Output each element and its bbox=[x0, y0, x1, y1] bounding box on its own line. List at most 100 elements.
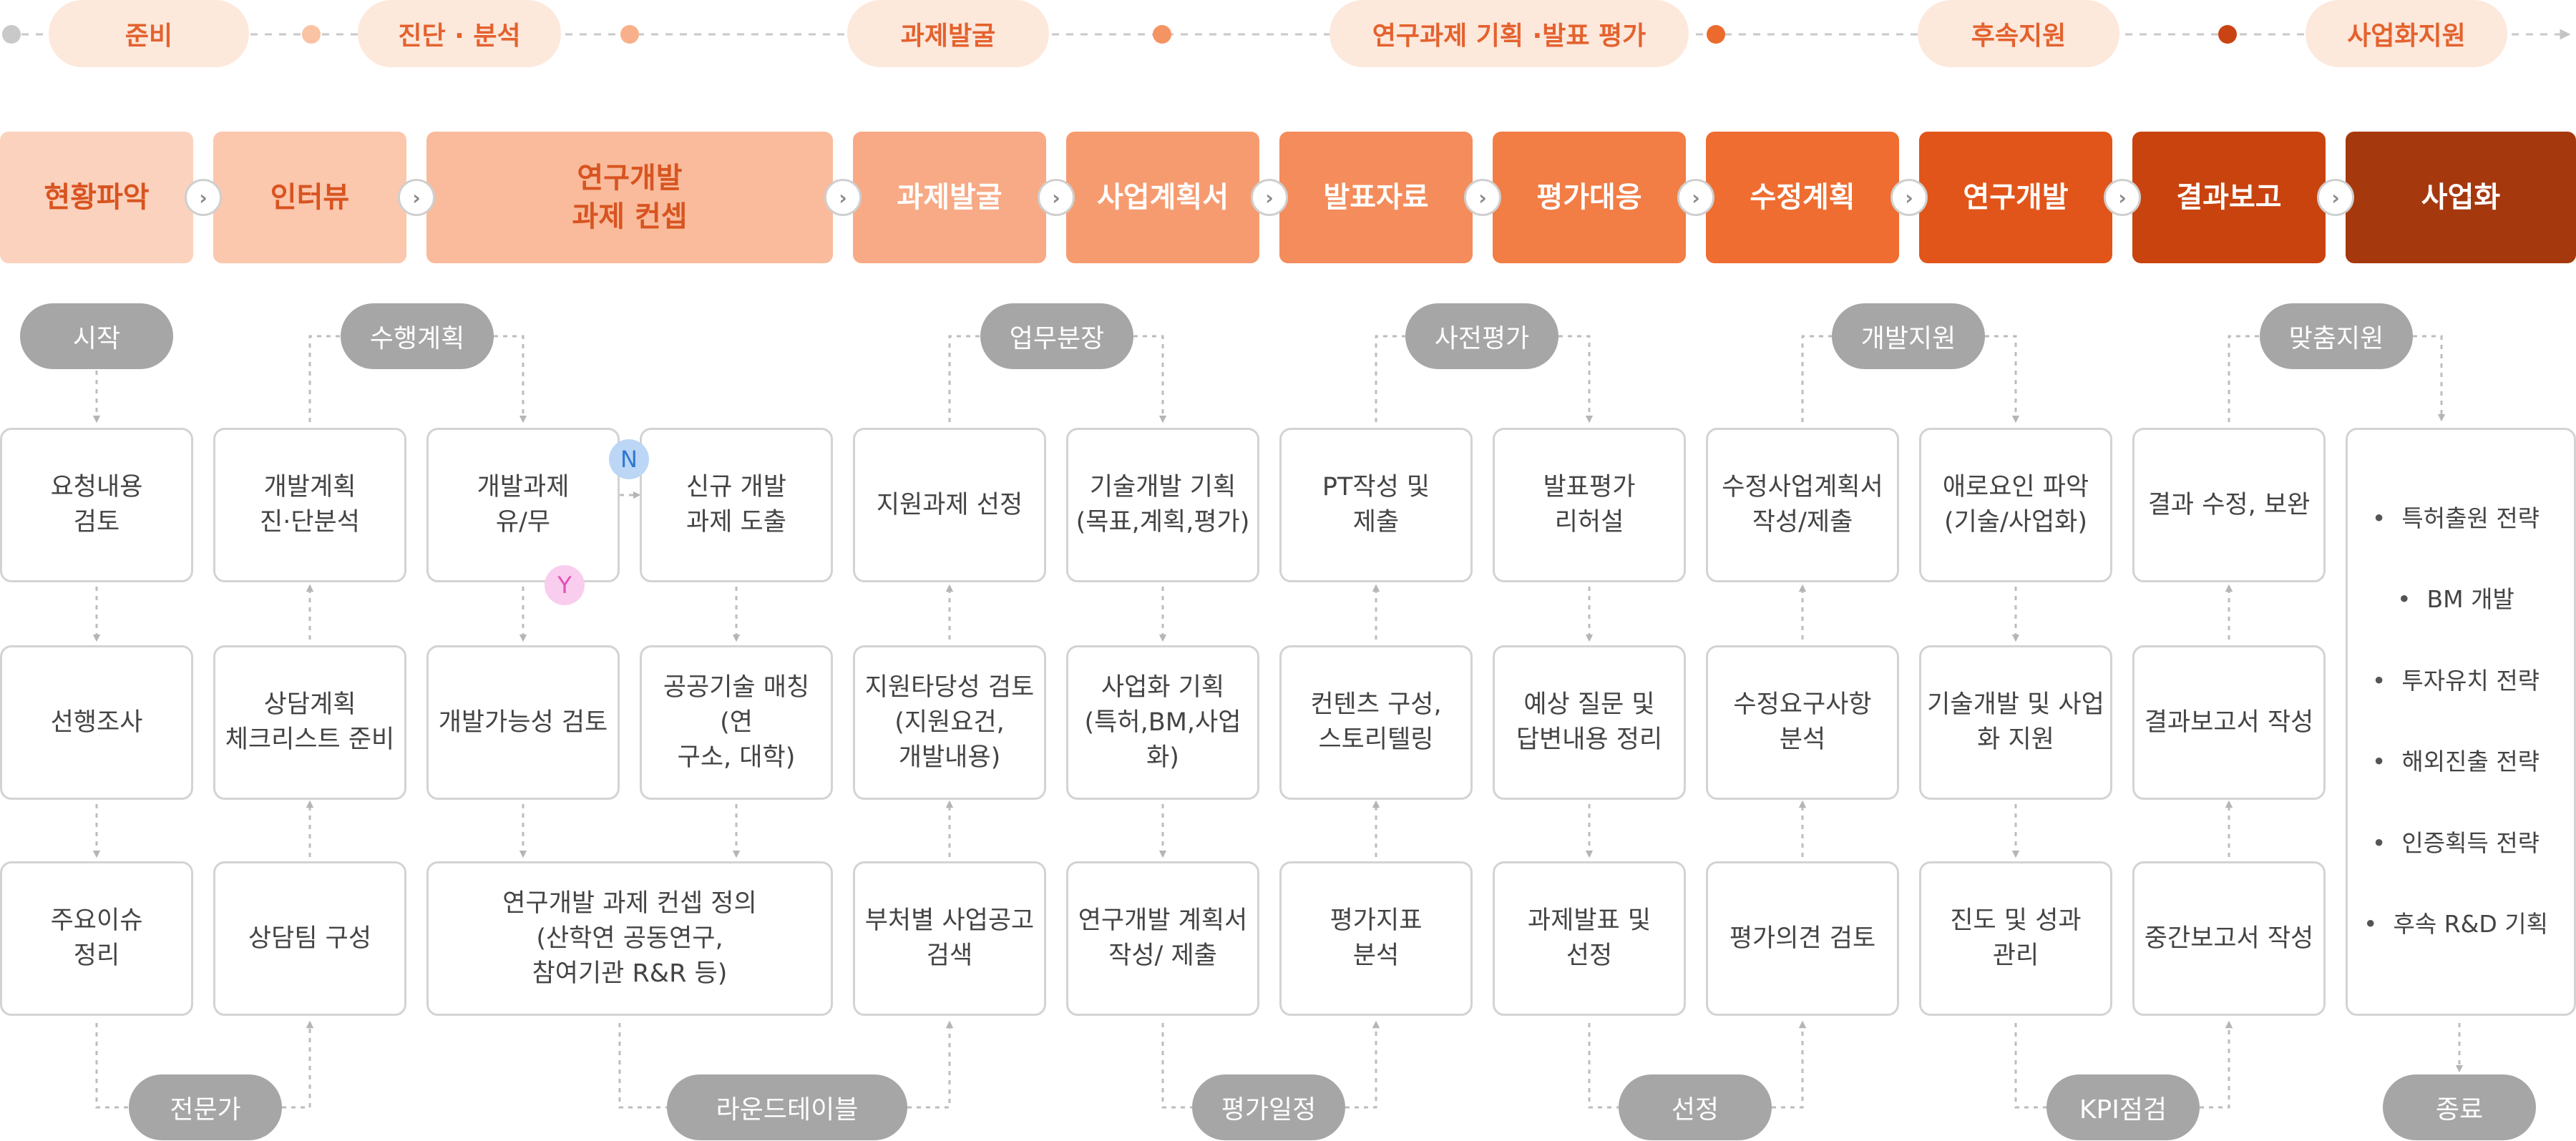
arrow-up bbox=[282, 1020, 314, 1109]
arrow-down bbox=[1558, 335, 1594, 423]
box-interim-report: 중간보고서 작성 bbox=[2132, 861, 2326, 1016]
pill-end: 종료 bbox=[2383, 1074, 2536, 1140]
strategy-item: 인증획득 전략 bbox=[2363, 823, 2548, 864]
box-expected-qa: 예상 질문 및 답변내용 정리 bbox=[1493, 645, 1686, 800]
stage-result-report: 결과보고 bbox=[2132, 132, 2326, 263]
chevron-right-icon: › bbox=[185, 179, 222, 216]
chevron-right-icon: › bbox=[1464, 179, 1501, 216]
box-result-revision: 결과 수정, 보완 bbox=[2132, 428, 2326, 582]
box-bottleneck: 애로요인 파악 (기술/사업화) bbox=[1919, 428, 2112, 582]
box-tech-biz-support: 기술개발 및 사업 화 지원 bbox=[1919, 645, 2112, 800]
box-dev-task-exists: 개발과제 유/무 bbox=[426, 428, 620, 582]
box-support-validity: 지원타당성 검토 (지원요건, 개발내용) bbox=[853, 645, 1046, 800]
strategy-list: 특허출원 전략 BM 개발 투자유치 전략 해외진출 전략 인증획득 전략 후속… bbox=[2363, 458, 2548, 986]
phase-pill-planning: 연구과제 기획 ·발표 평가 bbox=[1330, 0, 1689, 67]
pill-expert: 전문가 bbox=[129, 1074, 282, 1140]
box-prior-research: 선행조사 bbox=[0, 645, 193, 800]
box-tech-dev-planning: 기술개발 기획 (목표,계획,평가) bbox=[1066, 428, 1259, 582]
chevron-right-icon: › bbox=[1038, 179, 1075, 216]
phase-pill-commercialization: 사업화지원 bbox=[2306, 0, 2507, 67]
phase-pill-discovery: 과제발굴 bbox=[847, 0, 1049, 67]
pill-execution-plan: 수행계획 bbox=[341, 303, 494, 369]
badge-y: Y bbox=[545, 565, 585, 605]
connector-line bbox=[618, 1023, 667, 1109]
box-consult-team: 상담팀 구성 bbox=[213, 861, 406, 1016]
timeline-dot bbox=[1153, 25, 1171, 44]
stage-interview: 인터뷰 bbox=[213, 132, 406, 263]
stage-rnd-concept: 연구개발 과제 컨셉 bbox=[426, 132, 833, 263]
box-eval-opinion-review: 평가의견 검토 bbox=[1706, 861, 1899, 1016]
chevron-right-icon: › bbox=[824, 179, 862, 216]
connector-line bbox=[95, 1023, 129, 1109]
box-commercialization-planning: 사업화 기획 (특허,BM,사업화) bbox=[1066, 645, 1259, 800]
pill-dev-support: 개발지원 bbox=[1832, 303, 1985, 369]
box-concept-definition: 연구개발 과제 컨셉 정의 (산학연 공동연구, 참여기관 R&R 등) bbox=[426, 861, 833, 1016]
timeline-start-dot bbox=[2, 25, 21, 44]
arrow-down bbox=[1133, 335, 1167, 423]
box-result-report: 결과보고서 작성 bbox=[2132, 645, 2326, 800]
box-new-dev-task: 신규 개발 과제 도출 bbox=[640, 428, 833, 582]
connector-line bbox=[1375, 335, 1405, 422]
connector-line bbox=[1588, 1023, 1619, 1109]
connector-line bbox=[1161, 1023, 1192, 1109]
box-revision-analysis: 수정요구사항 분석 bbox=[1706, 645, 1899, 800]
pill-pre-evaluation: 사전평가 bbox=[1405, 303, 1558, 369]
box-storytelling: 컨텐츠 구성, 스토리텔링 bbox=[1279, 645, 1473, 800]
arrow-up bbox=[2200, 1020, 2233, 1109]
connector-line bbox=[308, 335, 341, 422]
box-key-issues: 주요이슈 정리 bbox=[0, 861, 193, 1016]
arrow-up bbox=[1345, 1020, 1380, 1109]
stage-commercialization: 사업화 bbox=[2346, 132, 2576, 263]
pill-selection: 선정 bbox=[1619, 1074, 1772, 1140]
pill-roundtable: 라운드테이블 bbox=[667, 1074, 907, 1140]
chevron-right-icon: › bbox=[1890, 179, 1928, 216]
stage-business-plan: 사업계획서 bbox=[1066, 132, 1259, 263]
arrow-down bbox=[1985, 335, 2020, 423]
timeline-dot bbox=[302, 25, 321, 44]
phase-pill-diagnosis: 진단 · 분석 bbox=[358, 0, 561, 67]
box-feasibility: 개발가능성 검토 bbox=[426, 645, 620, 800]
chevron-right-icon: › bbox=[1251, 179, 1288, 216]
connector-line bbox=[2228, 335, 2260, 422]
stage-status-check: 현황파악 bbox=[0, 132, 193, 263]
chevron-right-icon: › bbox=[398, 179, 435, 216]
box-pt-writing: PT작성 및 제출 bbox=[1279, 428, 1473, 582]
box-dev-plan-diagnosis: 개발계획 진·단분석 bbox=[213, 428, 406, 582]
box-rehearsal: 발표평가 리허설 bbox=[1493, 428, 1686, 582]
stage-task-discovery: 과제발굴 bbox=[853, 132, 1046, 263]
box-revised-plan: 수정사업계획서 작성/제출 bbox=[1706, 428, 1899, 582]
strategy-item: 후속 R&D 기획 bbox=[2363, 904, 2548, 945]
pill-eval-schedule: 평가일정 bbox=[1192, 1074, 1345, 1140]
phase-pill-followup: 후속지원 bbox=[1918, 0, 2119, 67]
arrow-down bbox=[494, 335, 527, 423]
connector-line bbox=[948, 335, 980, 422]
box-rnd-plan-submit: 연구개발 계획서 작성/ 제출 bbox=[1066, 861, 1259, 1016]
chevron-right-icon: › bbox=[1677, 179, 1714, 216]
box-commercialization-strategies: 특허출원 전략 BM 개발 투자유치 전략 해외진출 전략 인증획득 전략 후속… bbox=[2346, 428, 2576, 1016]
stage-rnd: 연구개발 bbox=[1919, 132, 2112, 263]
strategy-item: 투자유치 전략 bbox=[2363, 661, 2548, 702]
box-eval-index: 평가지표 분석 bbox=[1279, 861, 1473, 1016]
phase-pill-prepare: 준비 bbox=[49, 0, 249, 67]
connector-line bbox=[2014, 1023, 2046, 1109]
strategy-item: 해외진출 전략 bbox=[2363, 742, 2548, 783]
strategy-item: 특허출원 전략 bbox=[2363, 499, 2548, 539]
badge-n: N bbox=[609, 439, 649, 479]
pill-kpi-check: KPI점검 bbox=[2046, 1074, 2200, 1140]
arrow-up bbox=[1772, 1020, 1807, 1109]
pill-role-assignment: 업무분장 bbox=[980, 303, 1133, 369]
arrow-down bbox=[2413, 335, 2446, 422]
box-review-request: 요청내용 검토 bbox=[0, 428, 193, 582]
timeline-dot bbox=[620, 25, 639, 44]
arrow-up bbox=[907, 1020, 954, 1109]
timeline-dot bbox=[2218, 25, 2237, 44]
chevron-right-icon: › bbox=[2104, 179, 2141, 216]
timeline-dot bbox=[1707, 25, 1725, 44]
stage-revision-plan: 수정계획 bbox=[1706, 132, 1899, 263]
box-support-task-selection: 지원과제 선정 bbox=[853, 428, 1046, 582]
box-progress-management: 진도 및 성과 관리 bbox=[1919, 861, 2112, 1016]
box-consult-checklist: 상담계획 체크리스트 준비 bbox=[213, 645, 406, 800]
box-public-tech-matching: 공공기술 매칭 (연 구소, 대학) bbox=[640, 645, 833, 800]
